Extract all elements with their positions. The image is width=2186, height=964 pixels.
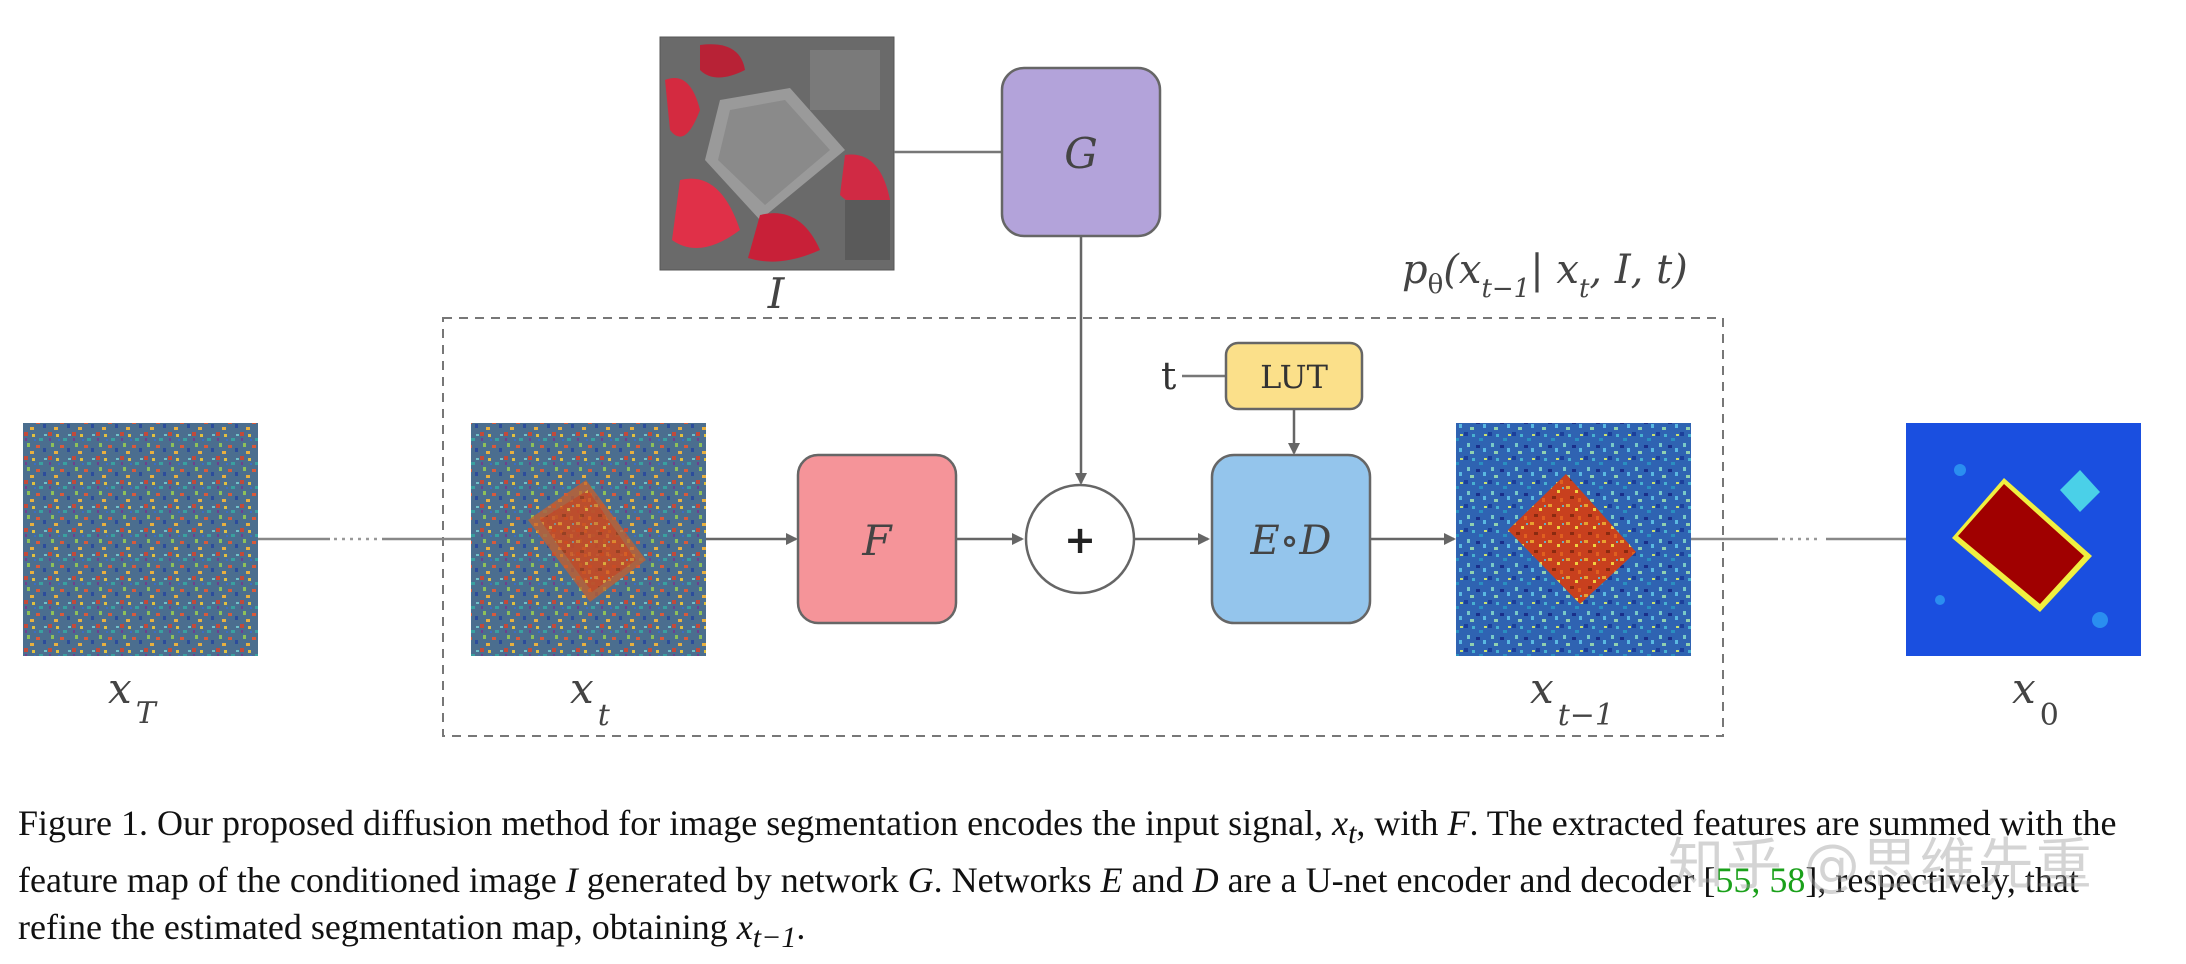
segmentation-image-x0: [1906, 423, 2141, 656]
label-xt1: xt−1: [1530, 664, 1614, 733]
citation-link[interactable]: 55, 58: [1715, 860, 1806, 901]
svg-text:+: +: [1064, 518, 1096, 562]
noise-image-xT: [23, 423, 258, 656]
svg-text:LUT: LUT: [1260, 358, 1328, 396]
t-input-label: t: [1161, 354, 1176, 398]
refined-image-xt1: [1456, 423, 1691, 656]
posterior-label: pθ(xt−1| xt, I, t): [1402, 247, 1688, 304]
noisy-image-xt: [471, 423, 706, 656]
svg-text:G: G: [1064, 129, 1098, 178]
conditioned-image: [659, 36, 895, 271]
label-image-I: I: [767, 269, 786, 318]
ed-block: E∘D: [1210, 453, 1372, 625]
svg-text:E∘D: E∘D: [1250, 518, 1332, 564]
label-xT: xT: [108, 664, 158, 731]
g-block: G: [1000, 66, 1162, 238]
svg-text:F: F: [861, 516, 893, 565]
figure-caption: Figure 1. Our proposed diffusion method …: [18, 803, 2117, 955]
sum-node: +: [1024, 483, 1136, 595]
lut-block: LUT: [1224, 341, 1364, 411]
posterior-region: [442, 317, 1724, 737]
label-x0: x0: [2012, 664, 2059, 733]
diagram-canvas: pθ(xt−1| xt, I, t) xT xt F +: [23, 36, 2141, 737]
f-block: F: [796, 453, 958, 625]
label-xt: xt: [570, 664, 611, 733]
